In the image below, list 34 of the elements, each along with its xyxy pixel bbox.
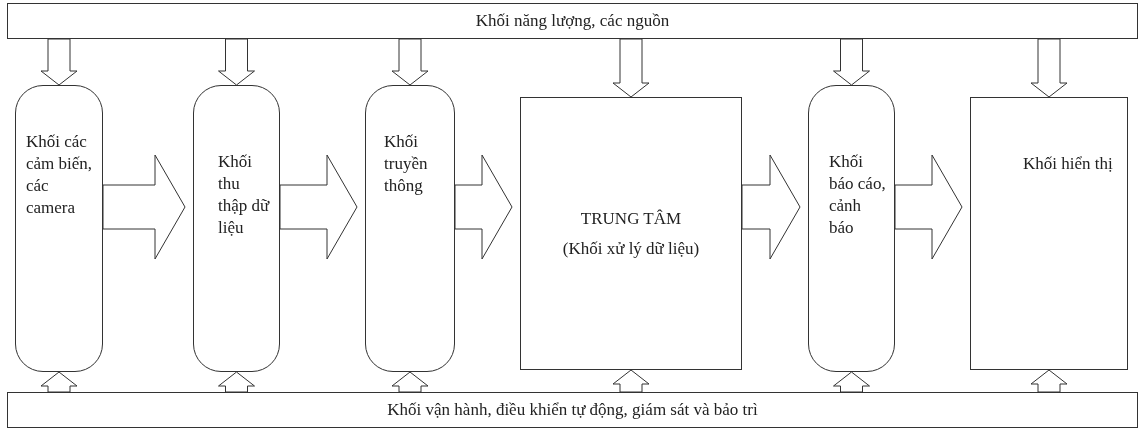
block-arrow bbox=[391, 38, 429, 86]
rounded-process-box bbox=[808, 85, 895, 372]
block-arrow bbox=[894, 154, 963, 260]
block-arrow bbox=[612, 369, 650, 393]
node-label: Khối báo cáo, cảnh báo bbox=[829, 151, 887, 239]
block-arrow bbox=[279, 154, 358, 260]
block-arrow bbox=[391, 371, 429, 393]
block-arrow bbox=[40, 371, 78, 393]
node-label: Khối hiển thị bbox=[1023, 153, 1113, 175]
node-label: Khối năng lượng, các nguồn bbox=[475, 10, 670, 32]
block-arrow bbox=[833, 371, 870, 393]
process-box bbox=[520, 97, 742, 370]
block-arrow bbox=[1030, 369, 1068, 393]
node-label: Khối vận hành, điều khiển tự động, giám sát và bảo trì bbox=[387, 399, 758, 421]
node-label: Khối các cảm biến, các camera bbox=[26, 131, 94, 219]
block-arrow bbox=[218, 371, 255, 393]
rounded-process-box bbox=[15, 85, 103, 372]
block-arrow bbox=[741, 154, 801, 260]
node-label: TRUNG TÂM bbox=[580, 207, 682, 230]
process-box bbox=[970, 97, 1128, 370]
block-arrow bbox=[454, 154, 513, 260]
process-box bbox=[7, 3, 1138, 39]
rounded-process-box bbox=[365, 85, 455, 372]
node-label: (Khối xử lý dữ liệu) bbox=[562, 237, 700, 260]
block-arrow bbox=[612, 38, 650, 98]
block-arrow bbox=[40, 38, 78, 86]
node-label: Khối truyền thông bbox=[384, 131, 429, 197]
node-label: Khối thu thập dữ liệu bbox=[218, 151, 271, 239]
block-arrow bbox=[1030, 38, 1068, 98]
block-arrow bbox=[833, 38, 870, 86]
process-box bbox=[7, 392, 1138, 428]
rounded-process-box bbox=[193, 85, 280, 372]
block-arrow bbox=[218, 38, 255, 86]
block-arrow bbox=[102, 154, 186, 260]
